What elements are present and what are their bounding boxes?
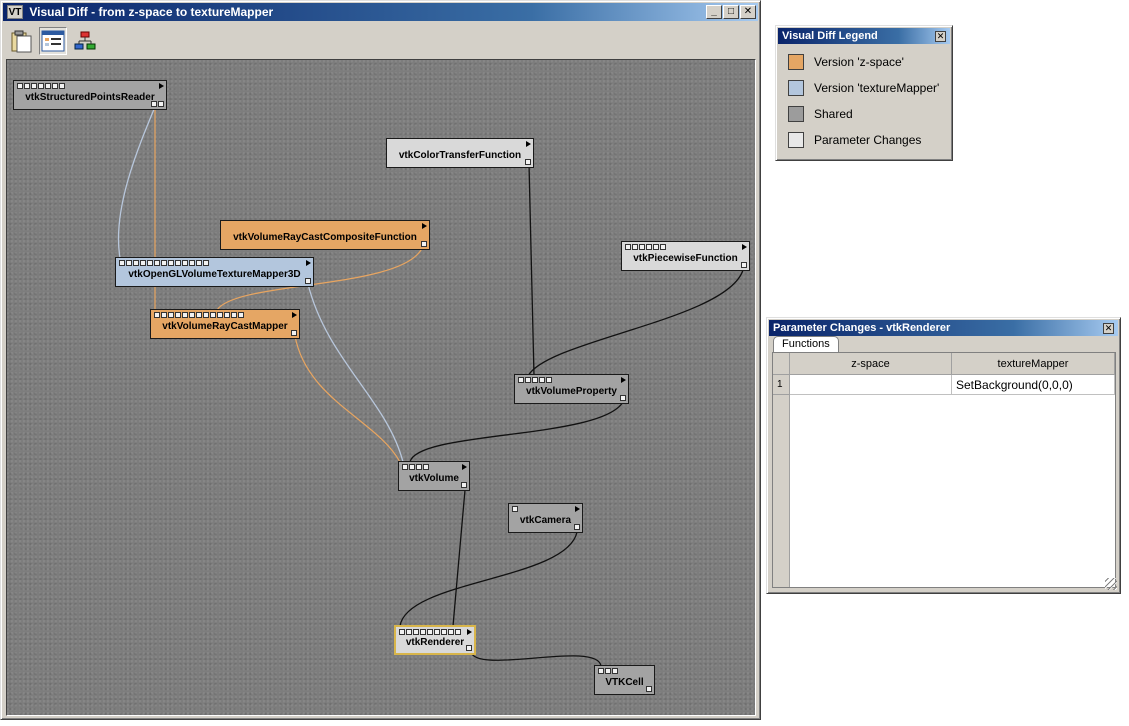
- legend-label: Parameter Changes: [814, 133, 922, 147]
- input-ports: [518, 377, 552, 383]
- expand-arrow-icon[interactable]: [575, 506, 580, 512]
- wire-piecewise-to-property: [527, 269, 744, 377]
- module-volume-ray-cast-mapper[interactable]: vtkVolumeRayCastMapper: [150, 309, 300, 339]
- visual-diff-window: VT Visual Diff - from z-space to texture…: [0, 0, 761, 720]
- input-ports: [154, 312, 244, 318]
- main-titlebar[interactable]: VT Visual Diff - from z-space to texture…: [3, 3, 758, 21]
- module-piecewise-function[interactable]: vtkPiecewiseFunction: [621, 241, 750, 271]
- params-titlebar[interactable]: Parameter Changes - vtkRenderer ✕: [769, 320, 1118, 336]
- module-volume[interactable]: vtkVolume: [398, 461, 470, 491]
- vistrails-logo: VT: [7, 4, 23, 19]
- expand-arrow-icon[interactable]: [462, 464, 467, 470]
- toolbar: [5, 25, 756, 57]
- maximize-button[interactable]: □: [723, 5, 739, 19]
- module-label: vtkCamera: [519, 515, 572, 526]
- expand-arrow-icon[interactable]: [292, 312, 297, 318]
- legend-label: Version 'z-space': [814, 55, 904, 69]
- connections-layer: [117, 101, 744, 667]
- pipeline-icon: [74, 31, 96, 50]
- legend-window: Visual Diff Legend ✕ Version 'z-space' V…: [775, 25, 953, 161]
- module-label: vtkRenderer: [405, 637, 465, 648]
- expand-arrow-icon[interactable]: [467, 629, 472, 635]
- legend-toggle-button[interactable]: [39, 27, 67, 55]
- wire-texturemapper-to-volume: [307, 283, 404, 463]
- module-label: vtkOpenGLVolumeTextureMapper3D: [128, 269, 301, 280]
- expand-arrow-icon[interactable]: [306, 260, 311, 266]
- module-renderer[interactable]: vtkRenderer: [394, 625, 476, 655]
- expand-arrow-icon[interactable]: [742, 244, 747, 250]
- input-ports: [17, 83, 65, 89]
- wire-camera-to-renderer: [399, 531, 578, 627]
- zspace-swatch: [788, 54, 804, 70]
- params-close-button[interactable]: ✕: [1103, 323, 1114, 334]
- column-header-zspace[interactable]: z-space: [790, 353, 952, 375]
- cell-zspace[interactable]: [790, 375, 952, 395]
- wire-colortransfer-to-property: [528, 163, 535, 377]
- table-corner: [773, 353, 790, 375]
- input-ports: [598, 668, 618, 674]
- parameter-table: z-space textureMapper 1 SetBackground(0,…: [772, 352, 1116, 588]
- module-camera[interactable]: vtkCamera: [508, 503, 583, 533]
- module-opengl-volume-texture-mapper[interactable]: vtkOpenGLVolumeTextureMapper3D: [115, 257, 314, 287]
- legend-label: Version 'textureMapper': [814, 81, 940, 95]
- legend-list-icon: [41, 30, 65, 52]
- expand-arrow-icon[interactable]: [526, 141, 531, 147]
- wire-reader-to-texturemapper: [117, 101, 158, 259]
- parameter-changes-window: Parameter Changes - vtkRenderer ✕ Functi…: [766, 317, 1121, 594]
- legend-item-shared: Shared: [788, 105, 853, 123]
- module-color-transfer-function[interactable]: vtkColorTransferFunction: [386, 138, 534, 168]
- minimize-button[interactable]: _: [706, 5, 722, 19]
- wire-property-to-volume: [409, 399, 625, 463]
- wire-composite-to-raycastmapper: [216, 245, 424, 311]
- legend-item-zspace: Version 'z-space': [788, 53, 904, 71]
- close-button[interactable]: ✕: [740, 5, 756, 19]
- pipeline-view-button[interactable]: [71, 27, 99, 55]
- legend-title: Visual Diff Legend: [782, 30, 878, 42]
- module-structured-points-reader[interactable]: vtkStructuredPointsReader: [13, 80, 167, 110]
- input-ports: [399, 629, 461, 635]
- clipboard-icon: [11, 30, 32, 53]
- resize-grip[interactable]: [1105, 578, 1117, 590]
- input-ports: [119, 260, 209, 266]
- module-label: vtkStructuredPointsReader: [25, 92, 155, 103]
- module-label: vtkVolume: [409, 473, 459, 484]
- wire-raycastmapper-to-volume: [294, 335, 401, 463]
- module-label: vtkVolumeRayCastMapper: [162, 321, 288, 332]
- params-title: Parameter Changes - vtkRenderer: [773, 322, 951, 334]
- module-ray-cast-composite-function[interactable]: vtkVolumeRayCastCompositeFunction: [220, 220, 430, 250]
- cell-texturemapper[interactable]: SetBackground(0,0,0): [952, 375, 1115, 395]
- wire-volume-to-renderer: [452, 489, 466, 627]
- expand-arrow-icon[interactable]: [159, 83, 164, 89]
- module-label: vtkVolumeProperty: [526, 386, 617, 397]
- input-ports: [512, 506, 518, 512]
- module-label: vtkColorTransferFunction: [398, 150, 522, 161]
- clipboard-button[interactable]: [7, 27, 35, 55]
- input-ports: [402, 464, 429, 470]
- main-window-title: Visual Diff - from z-space to textureMap…: [29, 5, 274, 19]
- parameter-changes-swatch: [788, 132, 804, 148]
- legend-titlebar[interactable]: Visual Diff Legend ✕: [778, 28, 950, 44]
- module-label: vtkVolumeRayCastCompositeFunction: [233, 232, 417, 243]
- module-label: vtkPiecewiseFunction: [633, 253, 738, 264]
- texturemapper-swatch: [788, 80, 804, 96]
- legend-item-parameter-changes: Parameter Changes: [788, 131, 921, 149]
- tab-functions[interactable]: Functions: [773, 336, 839, 352]
- module-vtk-cell[interactable]: VTKCell: [594, 665, 655, 695]
- shared-swatch: [788, 106, 804, 122]
- legend-close-button[interactable]: ✕: [935, 31, 946, 42]
- wire-renderer-to-vtkcell: [470, 651, 602, 667]
- legend-label: Shared: [814, 107, 853, 121]
- column-header-texturemapper[interactable]: textureMapper: [952, 353, 1115, 375]
- input-ports: [625, 244, 666, 250]
- legend-item-texturemapper: Version 'textureMapper': [788, 79, 939, 97]
- expand-arrow-icon[interactable]: [621, 377, 626, 383]
- pipeline-canvas[interactable]: vtkStructuredPointsReader vtkColorTransf…: [6, 59, 756, 716]
- module-label: VTKCell: [605, 677, 644, 688]
- row-header-gutter: [773, 395, 790, 587]
- expand-arrow-icon[interactable]: [422, 223, 427, 229]
- row-header[interactable]: 1: [773, 375, 790, 395]
- module-volume-property[interactable]: vtkVolumeProperty: [514, 374, 629, 404]
